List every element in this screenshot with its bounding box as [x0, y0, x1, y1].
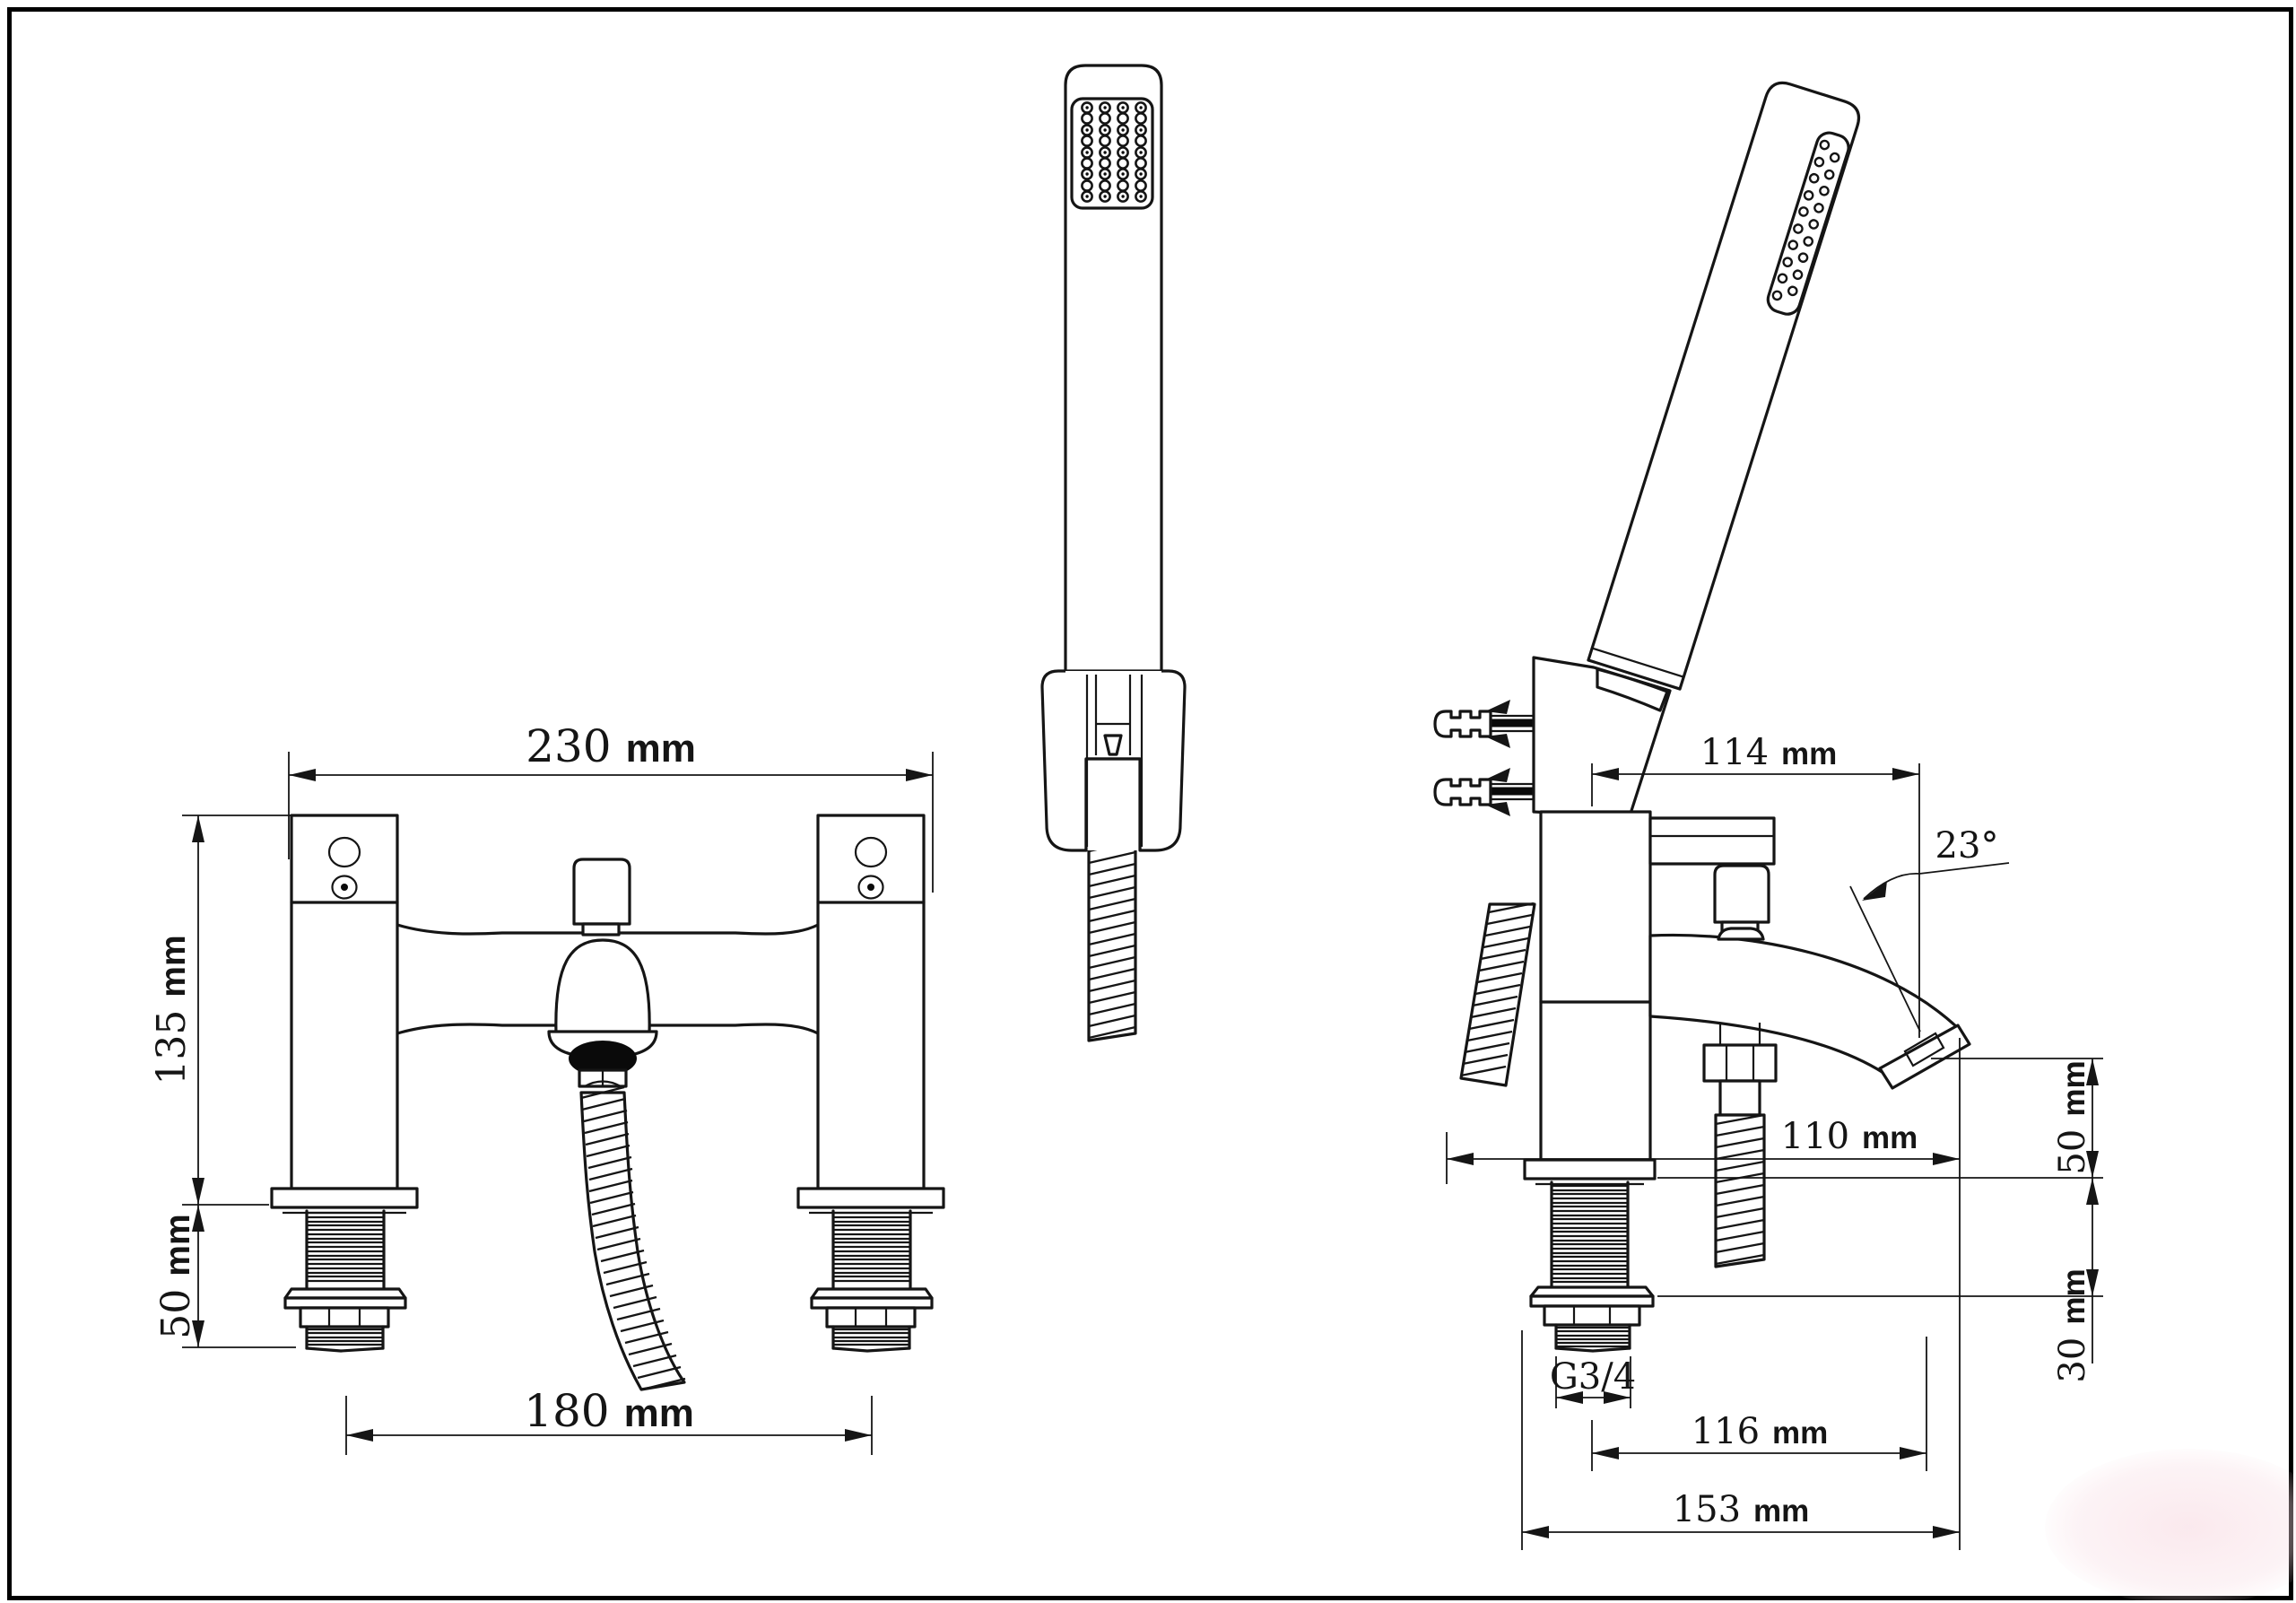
dim-side-angle-label: 23° — [1935, 825, 1999, 867]
dim-side-shank-label: 30mm — [2052, 1268, 2093, 1382]
handset-front-view — [1040, 64, 1187, 1042]
dim-front-shank-label: 50mm — [153, 1214, 199, 1338]
side-inlet-stack — [1523, 1158, 1657, 1353]
dim-side-angle: 23° — [1849, 825, 2010, 1032]
wall-plug-bottom — [1433, 768, 1534, 816]
dim-side-thread: G3/4 — [1550, 1356, 1636, 1408]
side-body — [1539, 810, 1776, 1162]
dim-front-height: 135mm — [149, 815, 291, 1206]
dim-front-height-label: 135mm — [149, 935, 195, 1085]
front-shower-hose — [579, 1085, 686, 1391]
dim-front-shank: 50mm — [153, 1205, 296, 1348]
front-diverter-knob — [572, 858, 631, 937]
dim-side-drop: 50mm — [1657, 1058, 2103, 1179]
front-bridge — [396, 923, 820, 1035]
side-hose-center — [1702, 1023, 1778, 1268]
front-inlet-left — [270, 1187, 419, 1353]
wall-plug-top — [1433, 700, 1534, 748]
handset-connector — [1040, 669, 1187, 852]
dim-side-shank: 30mm — [1657, 1178, 2103, 1383]
front-pillar-right — [816, 814, 926, 1190]
handset-body — [1064, 64, 1163, 673]
side-handset — [1587, 81, 1861, 691]
front-inlet-right — [796, 1187, 945, 1353]
front-pillar-left — [290, 814, 399, 1190]
holder-lip — [1596, 667, 1669, 712]
side-hose-left — [1459, 902, 1536, 1087]
side-diverter-knob — [1713, 864, 1770, 941]
watermark-blob — [2045, 1449, 2296, 1603]
front-outlet-bell — [547, 938, 658, 1088]
handset-spray-face — [1070, 97, 1154, 210]
side-spout — [1648, 933, 1971, 1090]
drawing-border-frame — [7, 7, 2293, 1600]
dim-side-drop-label: 50mm — [2052, 1060, 2093, 1174]
dim-side-thread-label: G3/4 — [1550, 1356, 1636, 1398]
